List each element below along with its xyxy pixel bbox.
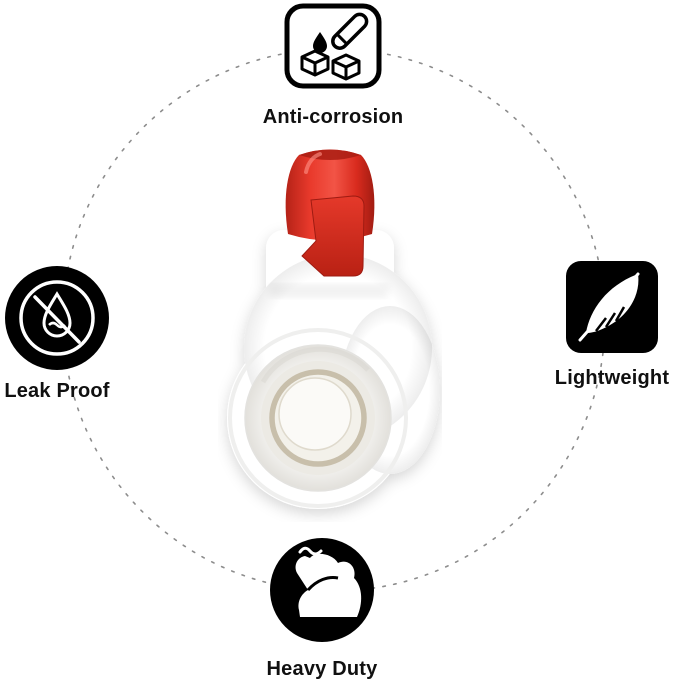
feature-label-lightweight: Lightweight <box>554 367 670 389</box>
product-image-ball-valve <box>227 149 440 509</box>
feature-leak-proof: Leak Proof <box>0 266 114 403</box>
muscle-arm-icon <box>270 538 374 642</box>
feature-label-heavy-duty: Heavy Duty <box>266 658 378 680</box>
feather-icon <box>566 261 658 353</box>
valve-red-handle <box>285 149 375 277</box>
feature-label-anti-corrosion: Anti-corrosion <box>262 106 404 128</box>
anti-corrosion-icon <box>284 3 382 89</box>
feature-label-leak-proof: Leak Proof <box>4 380 110 402</box>
feature-lightweight: Lightweight <box>552 261 672 390</box>
no-leak-drop-icon <box>5 266 109 370</box>
feature-heavy-duty: Heavy Duty <box>222 538 422 681</box>
valve-port <box>228 328 408 508</box>
feature-anti-corrosion: Anti-corrosion <box>233 2 433 129</box>
